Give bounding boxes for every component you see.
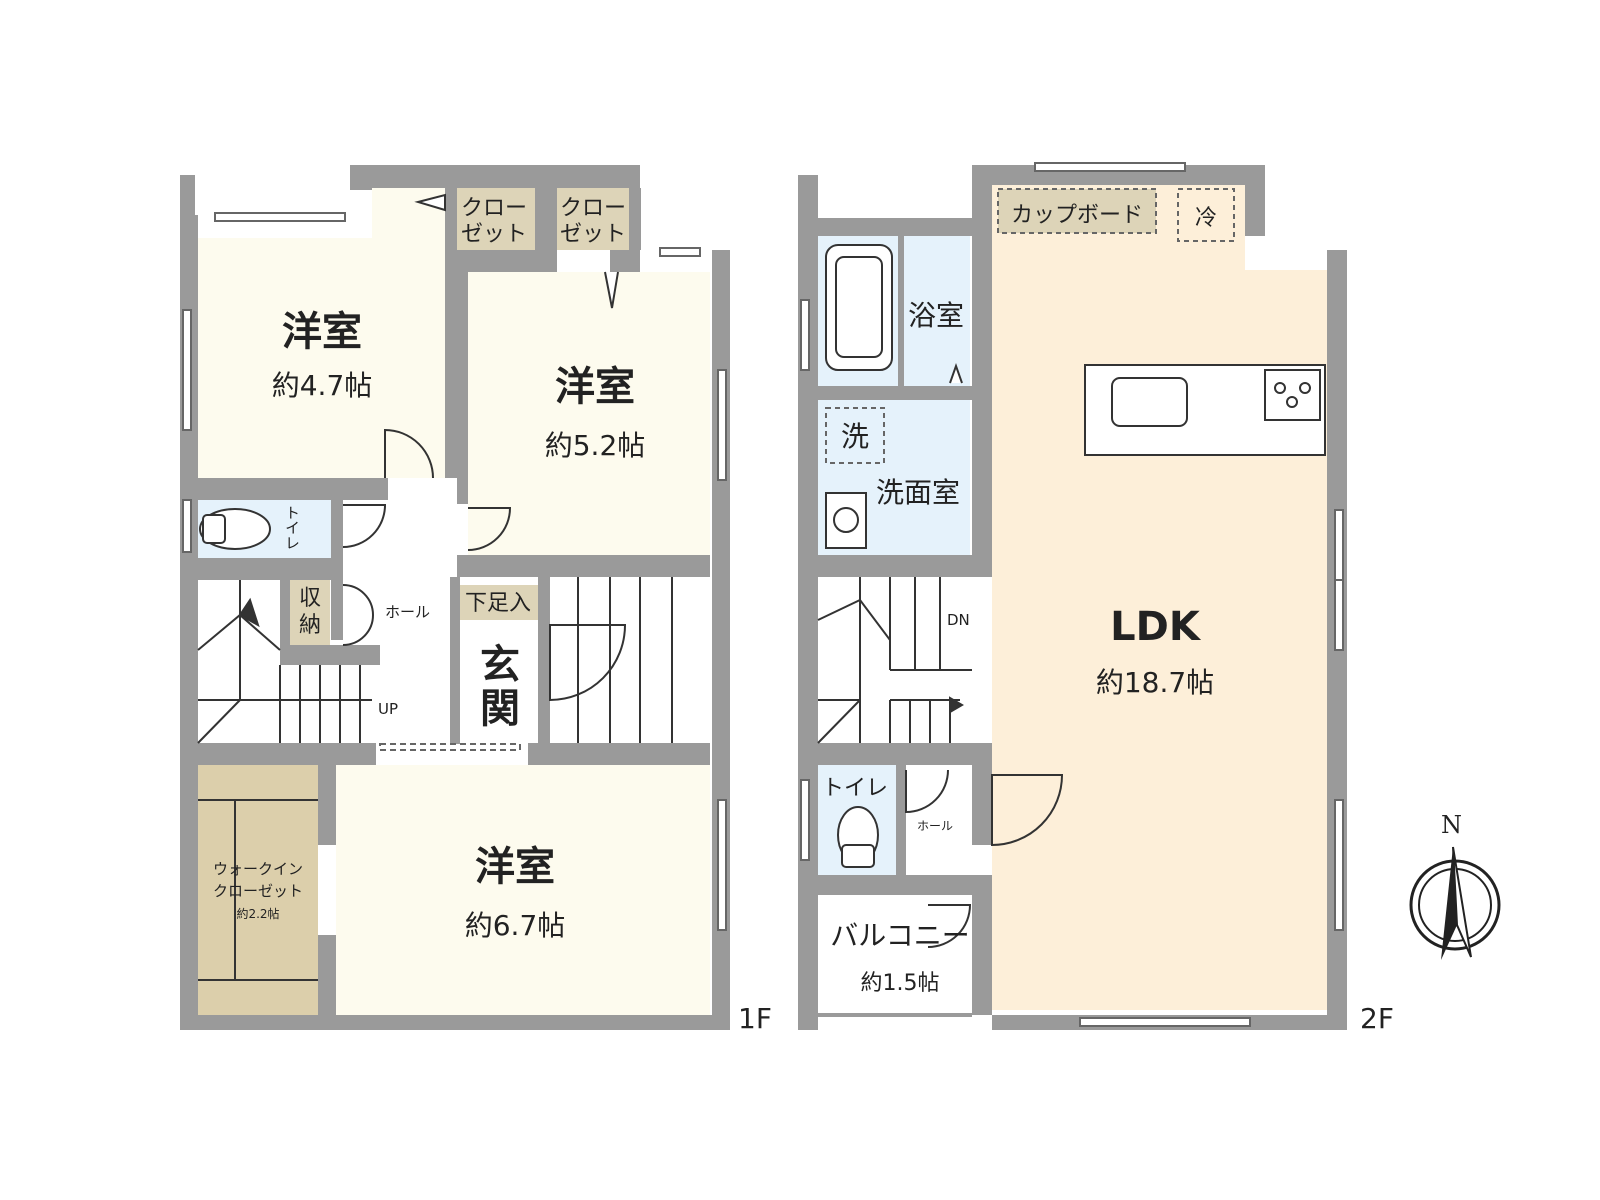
- kitchen-island: [1084, 364, 1326, 456]
- floor1-label: 1F: [738, 1002, 772, 1035]
- toilet-2f-label: トイレ: [822, 776, 888, 801]
- shoe-storage: [458, 585, 538, 620]
- floor2-interior-walls: [818, 224, 992, 1030]
- room-western-c-area: 約6.7帖: [465, 909, 566, 942]
- floor1-windows: [182, 212, 727, 931]
- closet-a: [453, 188, 535, 250]
- washroom-label: 洗面室: [876, 476, 960, 509]
- bath-label: 浴室: [908, 299, 964, 332]
- room-western-b-area: 約5.2帖: [545, 429, 646, 462]
- sink-icon: [1111, 377, 1188, 427]
- shoe-storage-label: 下足入: [465, 591, 531, 616]
- cupboard-label: カップボード: [1011, 203, 1143, 228]
- washer-label: 洗: [841, 420, 869, 453]
- room-western-c-name: 洋室: [475, 844, 555, 890]
- stairs-down-label: DN: [947, 611, 970, 629]
- storage-1f: [290, 580, 330, 645]
- floor1-stairs: [197, 577, 673, 744]
- ldk-area: 約18.7帖: [1096, 666, 1214, 699]
- fridge-outline: [1177, 188, 1235, 242]
- floor1-interior-walls: [198, 188, 710, 1015]
- room-western-c: [336, 765, 710, 1015]
- ldk-name: LDK: [1110, 604, 1202, 650]
- floor2-windows: [800, 162, 1344, 1027]
- closet-b: [557, 188, 629, 250]
- closet-a-label-2: ゼット: [461, 222, 527, 247]
- compass-north-label: N: [1441, 811, 1462, 839]
- hall-1f-label: ホール: [385, 603, 430, 621]
- storage-label-2: 納: [299, 613, 321, 638]
- floor2-doors: [905, 769, 1064, 948]
- room-western-a-area: 約4.7帖: [272, 369, 373, 402]
- balcony-name: バルコニー: [830, 919, 969, 952]
- walk-in-closet-area: 約2.2帖: [236, 906, 279, 921]
- fridge-label: 冷: [1195, 206, 1217, 231]
- room-western-a: [198, 188, 445, 478]
- stove-icon: [1264, 369, 1321, 421]
- stairs-up-label: UP: [378, 700, 398, 718]
- compass-icon: N: [1409, 811, 1501, 960]
- hall-2f-label: ホール: [917, 819, 953, 833]
- room-ldk: [992, 185, 1327, 1010]
- closet-b-label-1: クロー: [560, 196, 626, 221]
- washer-outline: [825, 407, 885, 464]
- walk-in-closet-label-1: ウォークイン: [213, 860, 303, 878]
- room-western-a-name: 洋室: [282, 309, 362, 355]
- closet-a-label-1: クロー: [461, 196, 527, 221]
- cupboard: [998, 189, 1156, 233]
- toilet-1f-icon: [199, 508, 271, 550]
- floor-1: 洋室 約4.7帖 洋室 約5.2帖 洋室 約6.7帖 クロー ゼット クロー ゼ…: [180, 165, 772, 1035]
- toilet-2f-icon: [837, 806, 879, 868]
- walk-in-closet: [198, 765, 318, 1015]
- floor-2: カップボード 冷 浴室 洗 洗面室 LDK 約18.7帖 DN トイレ ホール …: [798, 162, 1394, 1035]
- balcony-area: 約1.5帖: [861, 971, 940, 996]
- floor2-label: 2F: [1360, 1002, 1394, 1035]
- walk-in-closet-label-2: クローゼット: [213, 882, 303, 900]
- toilet-1f-label: トイレ: [283, 505, 301, 550]
- walk-in-closet-shelves: [198, 799, 318, 981]
- cupboard-outline: [997, 188, 1157, 234]
- basin-icon: [825, 492, 867, 549]
- entrance-label-2: 関: [480, 686, 520, 732]
- closet-b-label-2: ゼット: [560, 222, 626, 247]
- floor2-stairs: [817, 577, 972, 744]
- entrance-label-1: 玄: [480, 642, 520, 688]
- storage-label-1: 収: [299, 586, 321, 611]
- floor1-doors: [342, 193, 627, 702]
- bathtub-icon: [825, 244, 893, 371]
- room-western-b-name: 洋室: [555, 364, 635, 410]
- room-western-b: [468, 272, 710, 565]
